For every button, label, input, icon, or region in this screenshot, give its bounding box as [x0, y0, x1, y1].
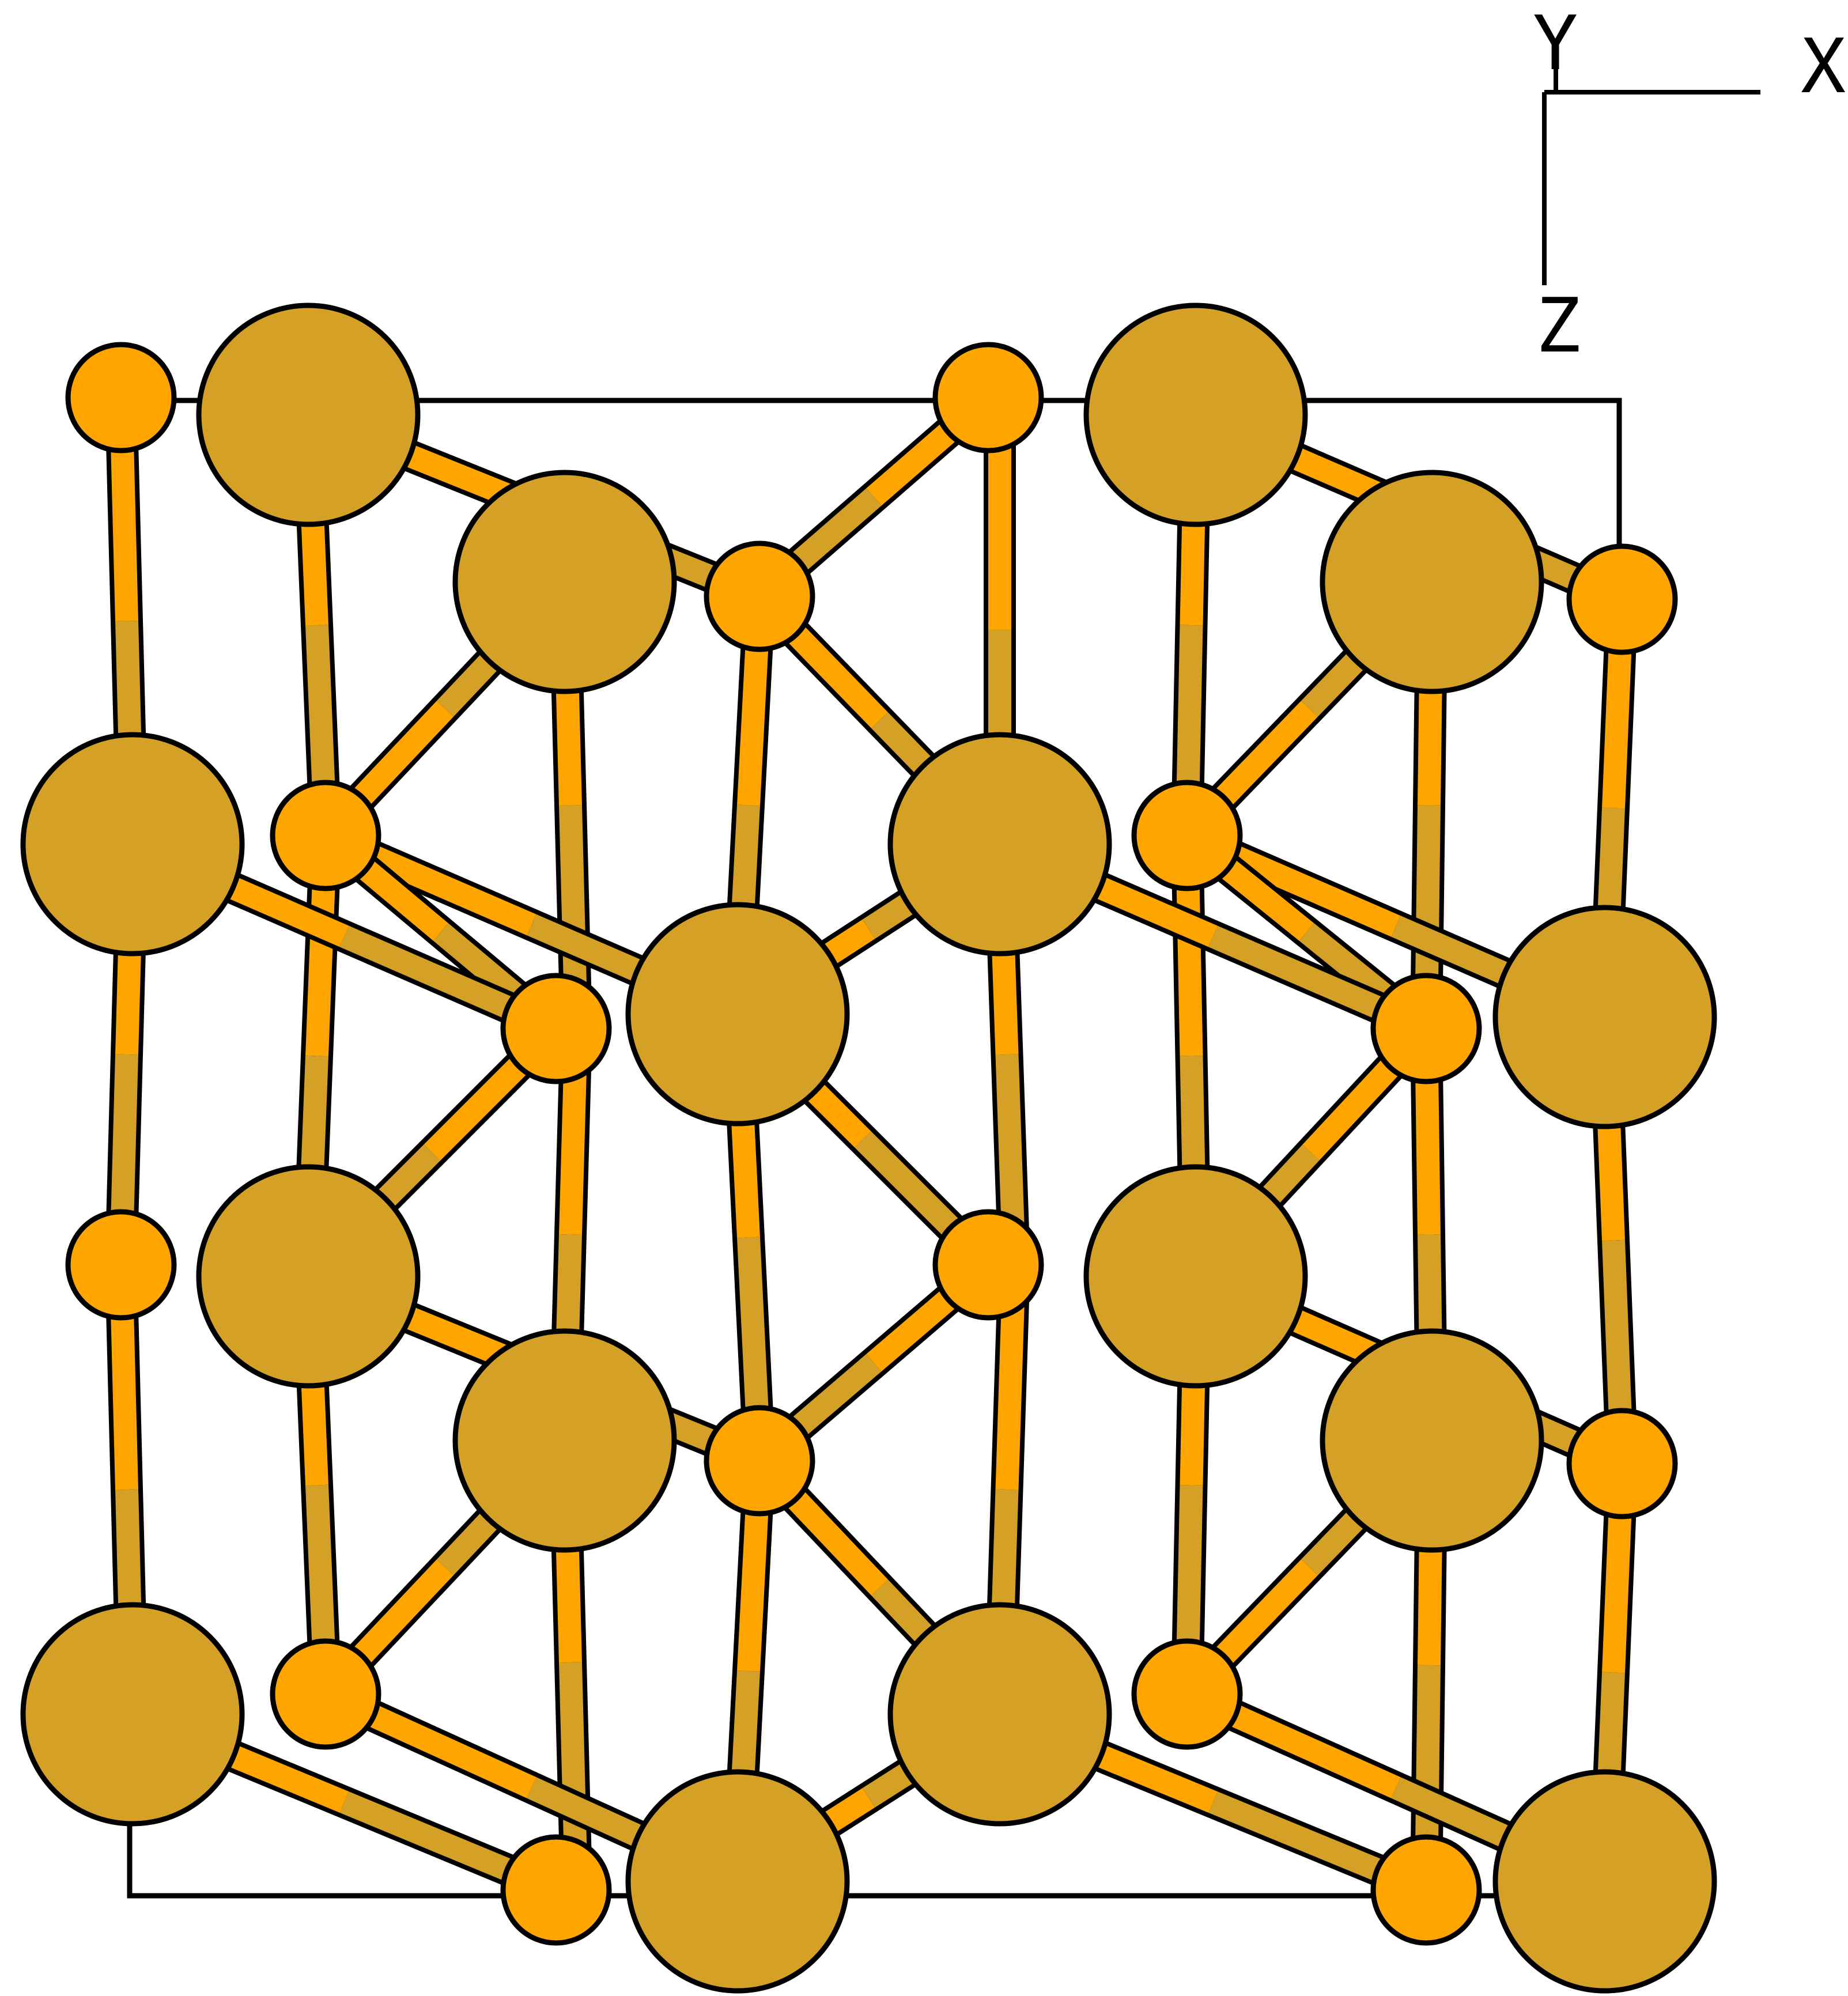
small-atom — [65, 342, 177, 453]
large-atom — [1492, 905, 1717, 1129]
small-atom — [1566, 543, 1678, 655]
atoms-layer — [20, 303, 1717, 1994]
small-atom — [704, 1405, 815, 1517]
small-atom — [270, 780, 381, 891]
large-atom — [887, 1602, 1112, 1827]
large-atom — [20, 1602, 245, 1827]
large-atom — [1083, 1164, 1308, 1389]
small-atom — [932, 1209, 1044, 1321]
small-atom — [1370, 1834, 1482, 1946]
small-atom — [1131, 1638, 1243, 1750]
large-atom — [1083, 303, 1308, 527]
small-atom — [1566, 1408, 1678, 1519]
axis-y-label: Y — [1533, 0, 1578, 87]
small-atom — [500, 1834, 612, 1946]
small-atom — [932, 342, 1044, 453]
large-atom — [625, 1769, 850, 1994]
large-atom — [887, 732, 1112, 957]
small-atom — [1370, 973, 1482, 1084]
small-atom — [270, 1638, 381, 1750]
small-atom — [500, 973, 612, 1084]
large-atom — [452, 470, 677, 694]
large-atom — [452, 1328, 677, 1553]
axis-z-label: Z — [1536, 282, 1581, 369]
large-atom — [196, 1164, 421, 1389]
large-atom — [1320, 470, 1544, 694]
small-atom — [704, 540, 815, 652]
large-atom — [20, 732, 245, 957]
large-atom — [625, 902, 850, 1126]
large-atom — [1492, 1769, 1717, 1994]
axis-indicator — [1542, 52, 1760, 285]
large-atom — [196, 303, 421, 527]
axis-x-label: X — [1801, 22, 1846, 110]
small-atom — [1131, 780, 1243, 891]
large-atom — [1320, 1328, 1544, 1553]
small-atom — [65, 1209, 177, 1321]
